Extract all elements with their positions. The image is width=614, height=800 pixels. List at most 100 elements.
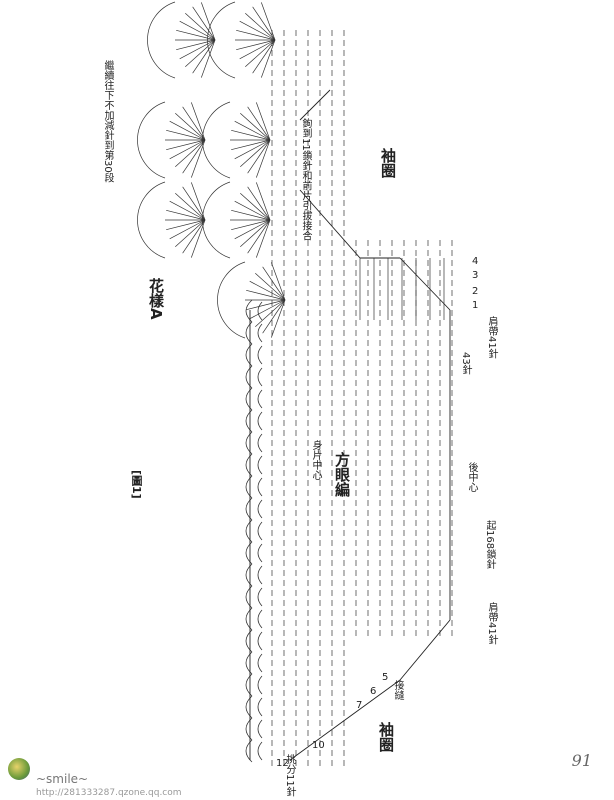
fan-motifs (137, 1, 286, 339)
scallop-inner (257, 565, 263, 585)
fan-spoke (231, 129, 271, 141)
fan-spoke (166, 139, 206, 151)
scallop-inner (257, 367, 263, 387)
scallop (245, 695, 253, 719)
scallop-inner (257, 587, 263, 607)
scallop (245, 651, 253, 675)
fan-arc (147, 1, 176, 79)
fan-spoke (175, 219, 206, 248)
fan-spoke (176, 39, 216, 51)
fan-spoke (246, 289, 286, 301)
fan-spoke (270, 299, 286, 338)
guide-lines (249, 89, 451, 761)
scallop (245, 717, 253, 741)
scallop-inner (257, 521, 263, 541)
scallop (245, 673, 253, 697)
row-number-4: 4 (472, 256, 479, 267)
fan-spoke (169, 219, 206, 240)
fan-spoke (255, 182, 271, 221)
mesh-grid (271, 30, 453, 766)
scallop-inner (257, 653, 263, 673)
row-number-7: 7 (356, 700, 363, 711)
scallop-inner (257, 323, 263, 343)
scallop-inner (257, 609, 263, 629)
armhole-bottom-line (289, 679, 401, 761)
scallop-inner (257, 411, 263, 431)
scallop (245, 431, 253, 455)
watermark-url: http://281333287.qzone.qq.com (36, 788, 182, 798)
fan-spoke (175, 112, 206, 141)
fan-spoke (240, 139, 271, 168)
armhole-top-line (299, 189, 361, 259)
row-number-6: 6 (370, 686, 377, 697)
fan-spoke (179, 20, 216, 41)
pattern-label: 花樣A (147, 278, 165, 320)
fan-spoke (169, 200, 206, 221)
scallop-inner (257, 697, 263, 717)
fan-spoke (234, 120, 271, 141)
fan-spoke (185, 12, 216, 41)
fan-spoke (252, 6, 276, 41)
watermark-avatar (8, 758, 30, 780)
scallop (245, 541, 253, 565)
fan-spoke (234, 219, 271, 240)
fan-spoke (236, 39, 276, 51)
scallop-inner (257, 455, 263, 475)
scallop (245, 299, 253, 323)
fan-spoke (255, 272, 286, 301)
fan-spoke (200, 2, 216, 41)
scallop-inner (257, 499, 263, 519)
scallop-inner (257, 543, 263, 563)
fan-spoke (249, 299, 286, 320)
scallop-inner (257, 631, 263, 651)
scallop-inner (257, 433, 263, 453)
shoulder-right-label: 肩帶41針 (486, 316, 497, 359)
fan-spoke (252, 39, 276, 74)
fan-spoke (255, 102, 271, 141)
fan-spoke (192, 39, 216, 74)
armhole-label-bottom: 袖圈 (377, 722, 395, 752)
fan-spoke (234, 139, 271, 160)
center-front-label: 身片中心 (310, 440, 321, 480)
fan-spoke (166, 209, 206, 221)
fan-spoke (175, 139, 206, 168)
fan-spoke (262, 266, 286, 301)
fan-spoke (255, 299, 286, 328)
scallop (245, 629, 253, 653)
armhole-label-top: 袖圈 (379, 148, 397, 178)
fan-spoke (231, 219, 271, 231)
fan-spoke (247, 106, 271, 141)
fan-arc (217, 261, 246, 339)
fan-spoke (262, 299, 286, 334)
fan-spoke (236, 29, 276, 41)
fan-arc (137, 101, 166, 179)
scallop-inner (257, 741, 263, 761)
split-label: 挑分11針 (284, 754, 295, 797)
fan-spoke (247, 186, 271, 221)
watermark-text: ~smile~ (36, 772, 89, 786)
row-number-2: 2 (472, 286, 479, 297)
join-pointer (299, 89, 331, 121)
fan-spoke (166, 219, 206, 231)
fan-spoke (239, 39, 276, 60)
scallop (245, 409, 253, 433)
scallop (245, 475, 253, 499)
note-top: 繼續往下不加減針到第30段 (102, 60, 113, 183)
scallop (245, 607, 253, 631)
fan-spoke (234, 200, 271, 221)
fan-arc (202, 181, 231, 259)
fan-spoke (246, 299, 286, 311)
fan-spoke (182, 139, 206, 174)
scallop-inner (257, 301, 263, 321)
page-number: 91 (571, 751, 592, 770)
shoulder-slope-bottom (399, 619, 451, 681)
fan-spoke (240, 219, 271, 248)
scallop-inner (257, 477, 263, 497)
mesh-label: 方眼編 (333, 452, 351, 497)
fan-spoke (260, 2, 276, 41)
figure-title: [圖1] (130, 470, 143, 499)
fan-spoke (245, 39, 276, 68)
fan-spoke (175, 192, 206, 221)
shoulder-left-label: 肩帶41針 (486, 602, 497, 645)
fan-spoke (182, 219, 206, 254)
